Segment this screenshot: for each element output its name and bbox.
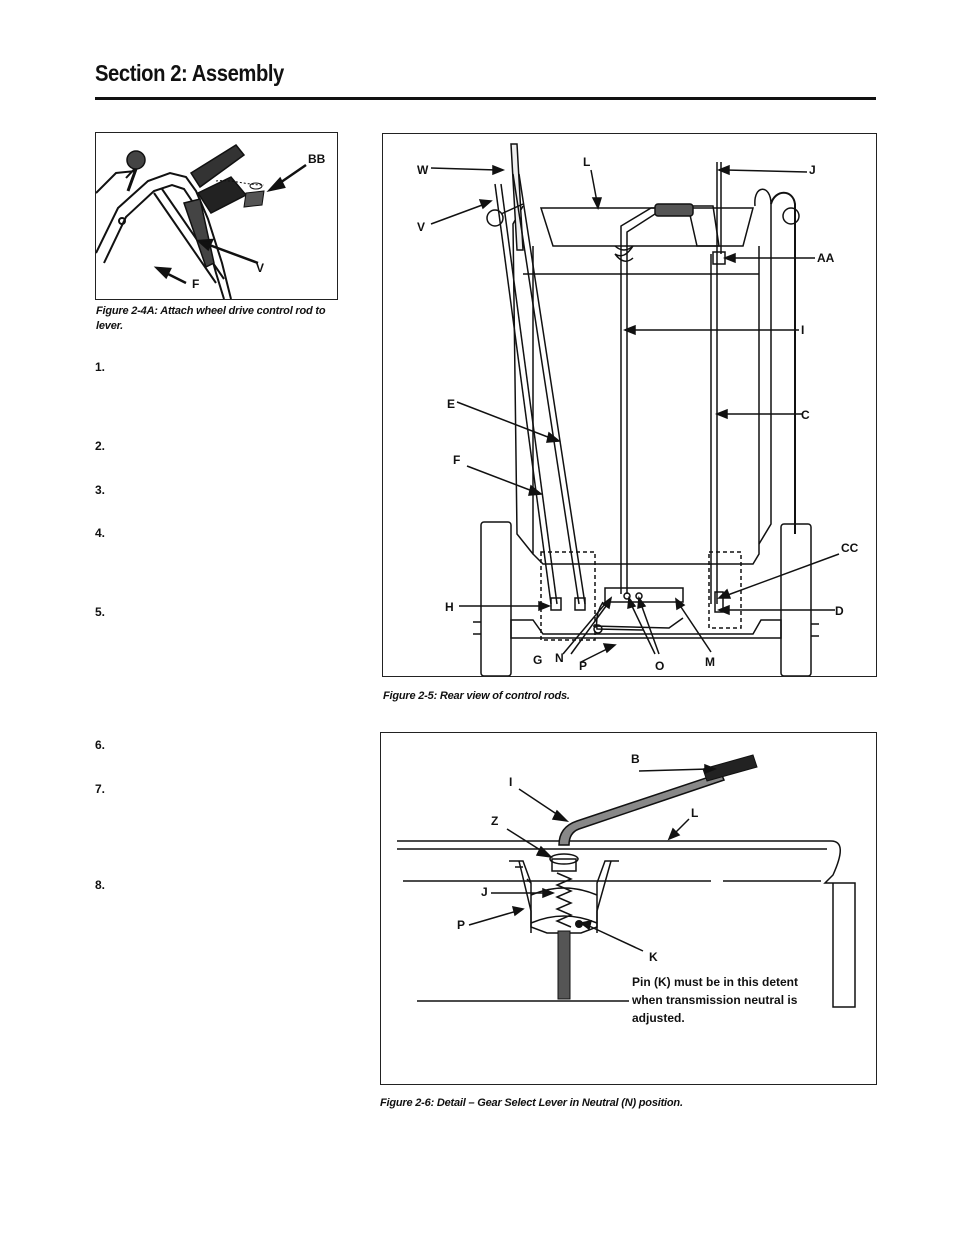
figure-2-6: B I L Z J P K Pin (K) must be in this de… xyxy=(380,732,877,1085)
label-k: K xyxy=(649,950,658,964)
pin-note-line: adjusted. xyxy=(632,1011,685,1025)
figure-2-4a-caption: Figure 2-4A: Attach wheel drive control … xyxy=(96,305,326,332)
step-number: 8. xyxy=(95,878,106,892)
figure-2-5-caption: Figure 2-5: Rear view of control rods. xyxy=(383,690,570,702)
label-f: F xyxy=(192,277,200,291)
label-c: C xyxy=(801,408,810,422)
figure-2-5: W L J V AA I E C F CC H D G N P O M xyxy=(382,133,877,677)
figure-2-5-illustration: W L J V AA I E C F CC H D G N P O M xyxy=(417,143,859,677)
label-j: J xyxy=(481,885,488,899)
step-number: 2. xyxy=(95,439,106,453)
step-number: 7. xyxy=(95,782,106,796)
label-i: I xyxy=(801,323,804,337)
label-cc: CC xyxy=(841,541,859,555)
section-title: Section 2: Assembly xyxy=(95,60,284,86)
step-number: 6. xyxy=(95,738,106,752)
label-j: J xyxy=(809,163,816,177)
label-p: P xyxy=(579,659,587,673)
figure-2-6-caption: Figure 2-6: Detail – Gear Select Lever i… xyxy=(380,1097,683,1109)
figure-2-6-illustration: B I L Z J P K xyxy=(397,752,856,1008)
label-w: W xyxy=(417,163,429,177)
label-d: D xyxy=(835,604,844,618)
label-e: E xyxy=(447,397,455,411)
label-p: P xyxy=(457,918,465,932)
label-n: N xyxy=(555,651,564,665)
label-l: L xyxy=(691,806,698,820)
label-bb: BB xyxy=(308,152,326,166)
label-h: H xyxy=(445,600,454,614)
label-m: M xyxy=(705,655,715,669)
label-z: Z xyxy=(491,814,498,828)
figure-2-4a-illustration xyxy=(95,144,307,300)
step-number: 3. xyxy=(95,483,106,497)
label-v: V xyxy=(256,261,265,275)
figure-2-4a: BB V F xyxy=(95,132,338,300)
step-number: 1. xyxy=(95,360,106,374)
label-i: I xyxy=(509,775,512,789)
label-o: O xyxy=(655,659,664,673)
pin-note-line: when transmission neutral is xyxy=(632,993,798,1007)
step-number: 4. xyxy=(95,526,106,540)
step-number: 5. xyxy=(95,605,106,619)
label-f: F xyxy=(453,453,460,467)
label-g: G xyxy=(533,653,542,667)
label-b: B xyxy=(631,752,640,766)
label-v: V xyxy=(417,220,425,234)
label-aa: AA xyxy=(817,251,835,265)
title-rule xyxy=(95,97,876,100)
pin-note-line: Pin (K) must be in this detent xyxy=(632,975,799,989)
pin-note: Pin (K) must be in this detent when tran… xyxy=(632,973,798,1027)
label-l: L xyxy=(583,155,590,169)
